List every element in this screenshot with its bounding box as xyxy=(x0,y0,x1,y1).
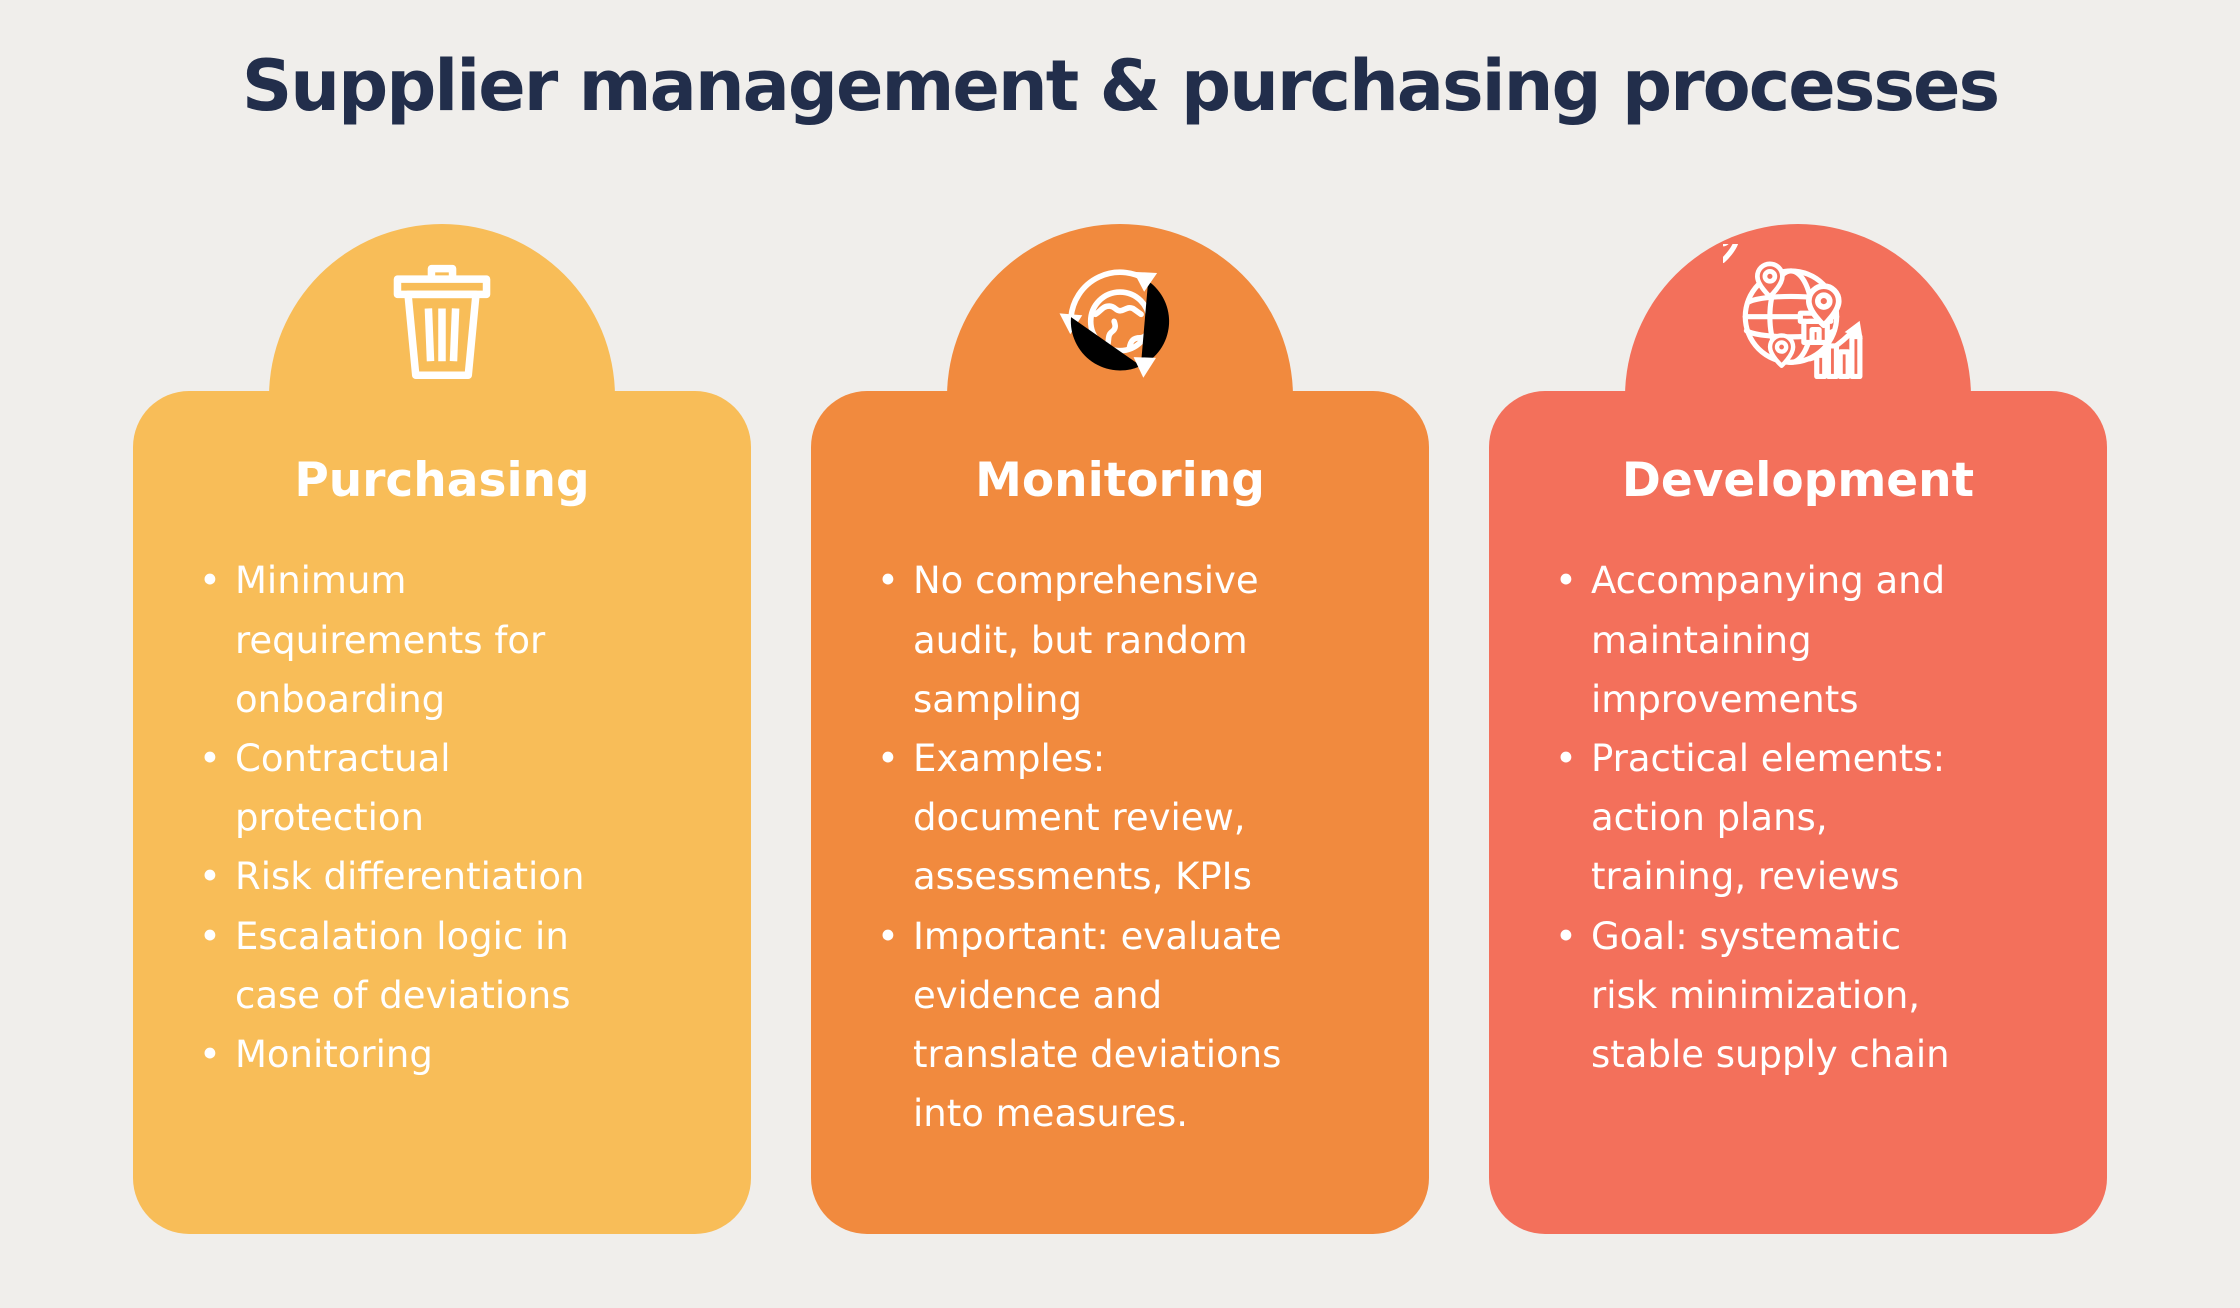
card-body: Monitoring No comprehensive audit, but r… xyxy=(811,391,1429,1234)
trash-icon xyxy=(367,244,517,394)
bullet-list: Minimum requirements for onboarding Cont… xyxy=(199,551,610,1084)
card-monitoring: Monitoring No comprehensive audit, but r… xyxy=(811,224,1429,1234)
bullet-item: Minimum requirements for onboarding xyxy=(199,551,610,729)
page-title: Supplier management & purchasing process… xyxy=(241,45,2000,127)
bullet-item: Accompanying and maintaining improvement… xyxy=(1555,551,1966,729)
bullet-item: No comprehensive audit, but random sampl… xyxy=(877,551,1288,729)
card-body: Purchasing Minimum requirements for onbo… xyxy=(133,391,751,1234)
globe-network-icon xyxy=(1723,244,1873,394)
globe-cycle-icon xyxy=(1045,244,1195,394)
card-development: Development Accompanying and maintaining… xyxy=(1489,224,2107,1234)
card-body: Development Accompanying and maintaining… xyxy=(1489,391,2107,1234)
bullet-item: Escalation logic in case of deviations xyxy=(199,907,610,1025)
card-heading: Purchasing xyxy=(294,453,590,508)
bullet-list: No comprehensive audit, but random sampl… xyxy=(877,551,1288,1143)
bullet-item: Examples: document review, assessments, … xyxy=(877,729,1288,907)
card-purchasing: Purchasing Minimum requirements for onbo… xyxy=(133,224,751,1234)
cards-row: Purchasing Minimum requirements for onbo… xyxy=(0,224,2240,1234)
bullet-item: Important: evaluate evidence and transla… xyxy=(877,907,1288,1144)
bullet-item: Goal: systematic risk minimization, stab… xyxy=(1555,907,1966,1085)
card-heading: Development xyxy=(1621,453,1975,508)
bullet-item: Risk differentiation xyxy=(199,847,610,906)
bullet-item: Contractual protection xyxy=(199,729,610,847)
bullet-item: Monitoring xyxy=(199,1025,610,1084)
bullet-list: Accompanying and maintaining improvement… xyxy=(1555,551,1966,1084)
card-heading: Monitoring xyxy=(975,453,1265,508)
bullet-item: Practical elements: action plans, traini… xyxy=(1555,729,1966,907)
